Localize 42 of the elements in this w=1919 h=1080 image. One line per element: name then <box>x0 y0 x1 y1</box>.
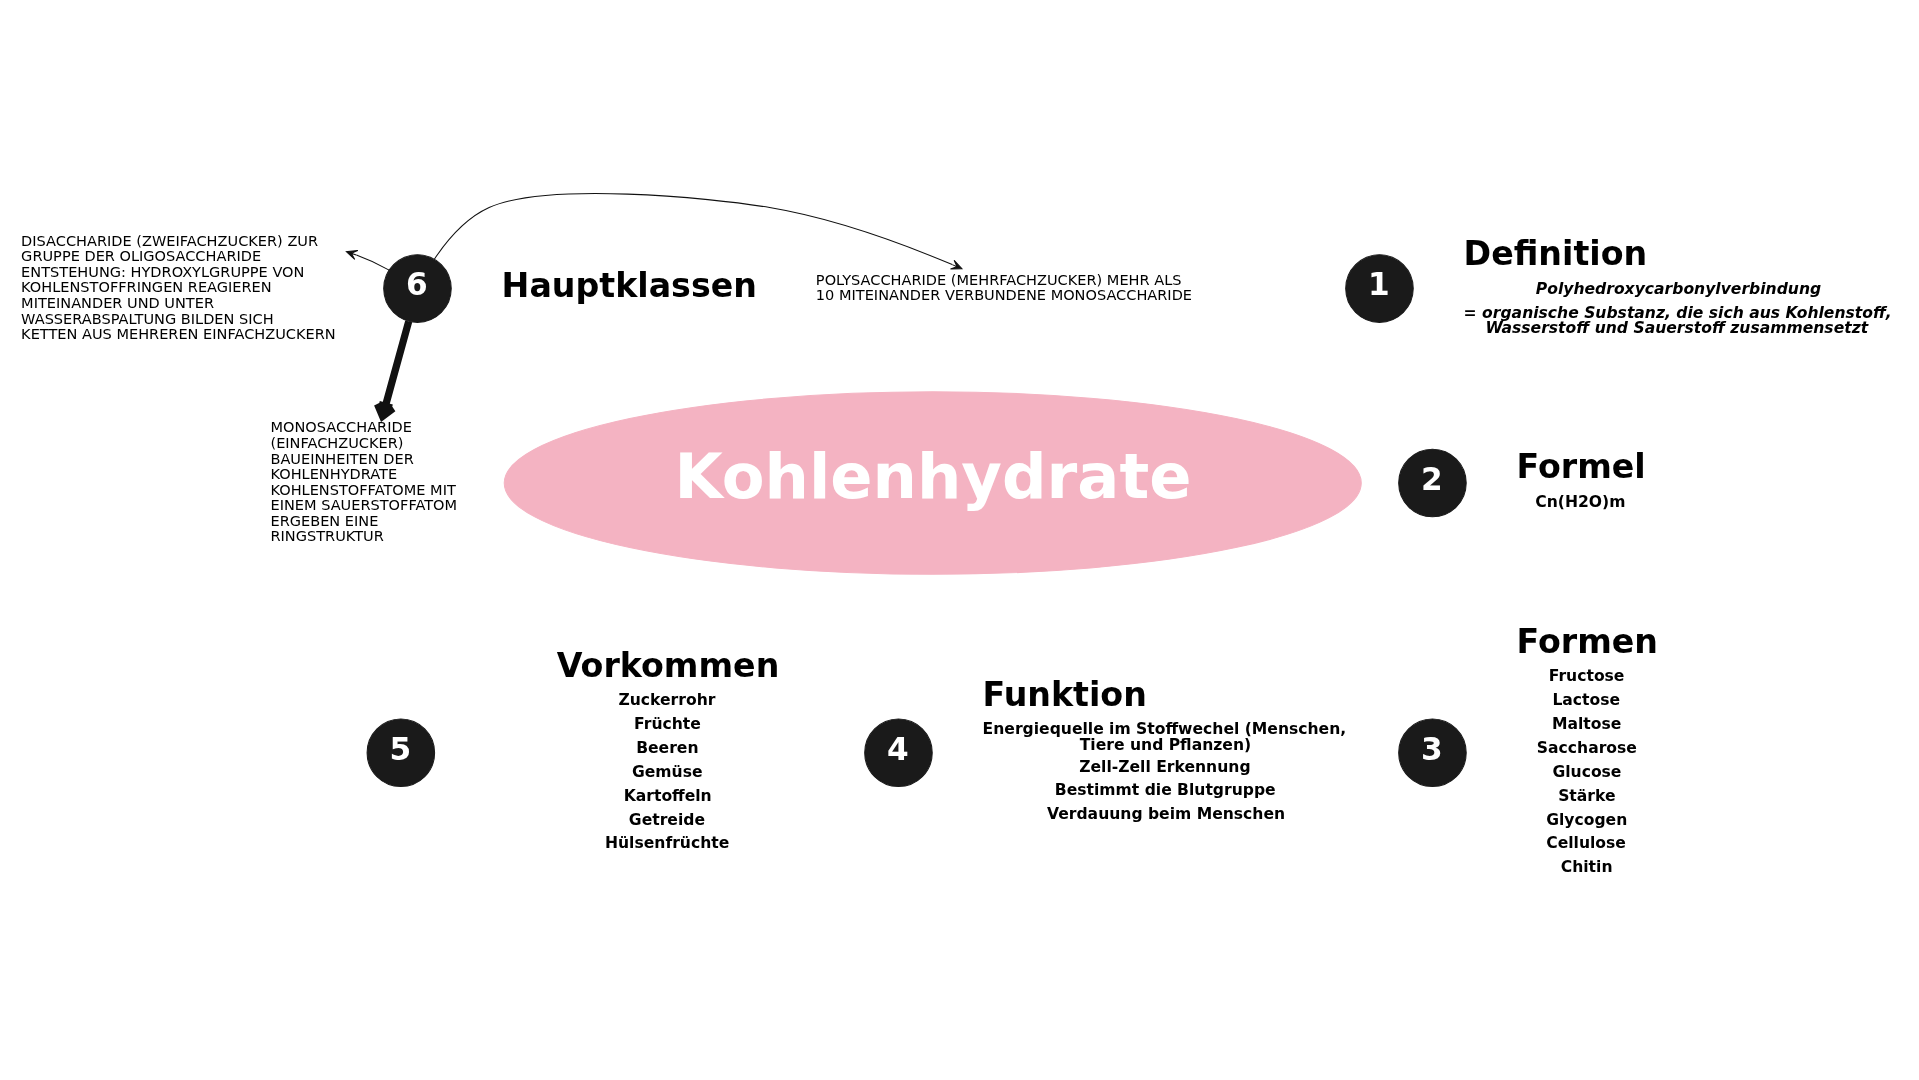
node-label: Polyhedroxycarbonylverbindung <box>1535 279 1822 298</box>
node-label: Fructose <box>1548 667 1625 686</box>
node-label: Stärke <box>1558 786 1616 805</box>
node-label: Chitin <box>1560 858 1613 877</box>
node-circle: 5 <box>366 718 436 788</box>
node-label: Verdauung beim Menschen <box>1047 805 1286 824</box>
node-label: Formel <box>1516 447 1646 487</box>
node-label: Kartoffeln <box>623 786 712 805</box>
node-label: Funktion <box>982 674 1147 714</box>
node-label: Saccharose <box>1536 738 1637 757</box>
node-label: Energiequelle im Stoffwechel (Menschen, Tiere und Pflanzen) <box>982 720 1347 754</box>
node-label: Hauptklassen <box>501 265 757 305</box>
arrow <box>433 193 963 270</box>
node-label: Hülsenfrüchte <box>604 834 730 853</box>
node-label: Zell-Zell Erkennung <box>1079 757 1251 776</box>
node-label: = organische Substanz, die sich aus Kohlenstoff, Wasserstoff und Sauerstoff zusammensetzt <box>1463 303 1892 338</box>
node-circle: 6 <box>383 254 452 323</box>
arrow <box>373 320 413 421</box>
node-circle: 2 <box>1398 448 1467 518</box>
node-label: Vorkommen <box>556 645 780 685</box>
node-ellipse: Kohlenhydrate <box>503 391 1362 575</box>
node-label: Cn(H2O)m <box>1535 492 1626 511</box>
node-label: Formen <box>1516 621 1659 661</box>
node-label: Glycogen <box>1546 810 1628 829</box>
node-label: Bestimmt die Blutgruppe <box>1054 781 1276 800</box>
node-label: Cellulose <box>1546 834 1626 853</box>
node-label: Definition <box>1463 234 1648 274</box>
node-label: Früchte <box>634 714 701 733</box>
node-text: POLYSACCHARIDE (MEHRFACHZUCKER) MEHR ALS 10 MITEINANDER VERBUNDENE MONOSACCHARIDE <box>815 271 1193 304</box>
node-circle: 4 <box>864 718 933 788</box>
node-text: DISACCHARIDE (ZWEIFACHZUCKER) ZUR GRUPPE DER OLIGOSACCHARIDE ENTSTEHUNG: HYDROXYLGRUPPE VON KOHLENSTOFFRINGEN REAGIEREN MITEINANDER UND UNTER WASSERABSPALTUNG BILDEN SICH KETTEN AUS MEHREREN EINFACHZUCKERN <box>21 232 336 343</box>
arrow <box>345 250 390 271</box>
node-circle: 3 <box>1398 718 1467 788</box>
node-label: Beeren <box>636 738 699 757</box>
node-label: Lactose <box>1552 691 1621 710</box>
node-label: Maltose <box>1551 714 1622 733</box>
node-label: Getreide <box>628 810 705 829</box>
node-circle: 1 <box>1345 254 1414 323</box>
node-label: Gemüse <box>631 762 703 781</box>
node-text: MONOSACCHARIDE (EINFACHZUCKER) BAUEINHEITEN DER KOHLENHYDRATE KOHLENSTOFFATOME MIT EINEM SAUERSTOFFATOM ERGEBEN EINE RINGSTRUKTUR <box>270 419 458 545</box>
node-label: Zuckerrohr <box>618 691 716 710</box>
node-label: Glucose <box>1552 762 1622 781</box>
